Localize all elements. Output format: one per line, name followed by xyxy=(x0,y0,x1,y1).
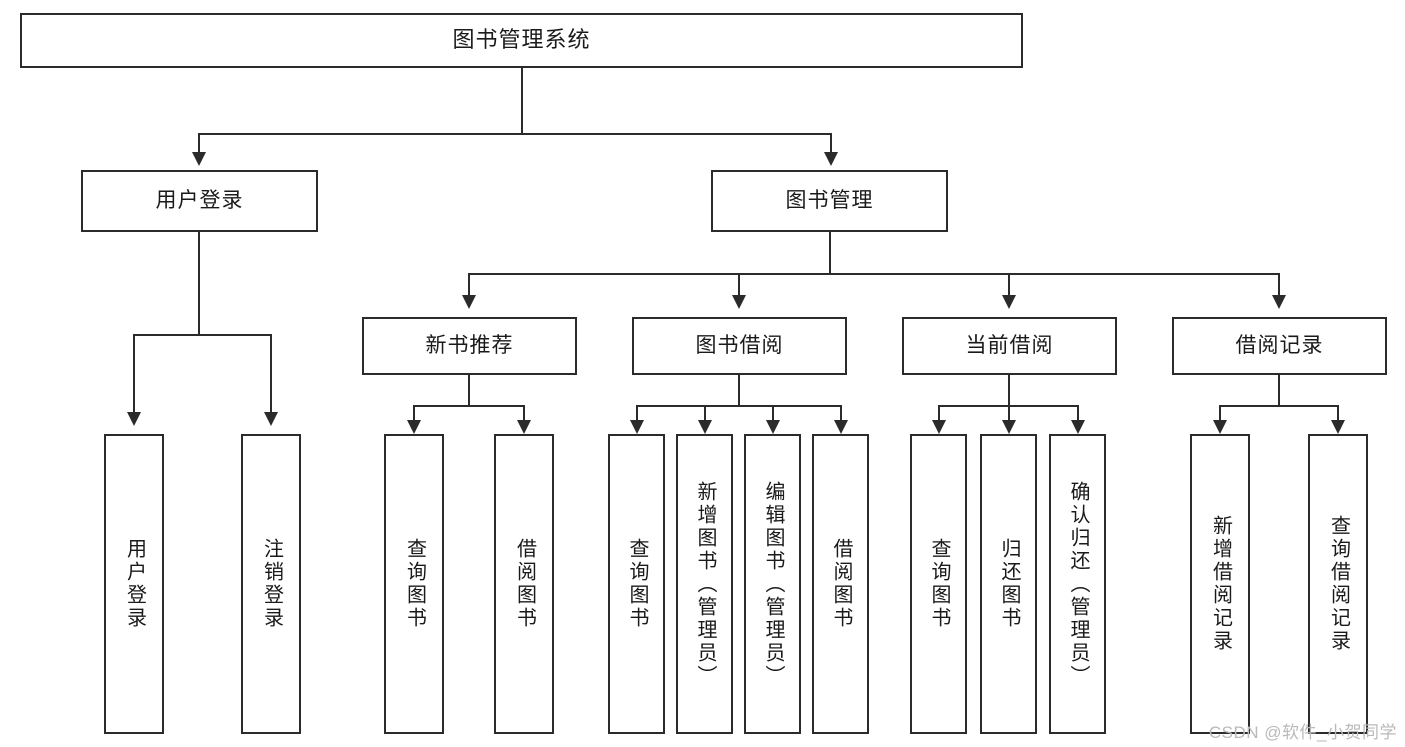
arrowhead-root-to-book-mgmt xyxy=(824,152,838,166)
leaf-book-borrow-edit-book-admin[interactable]: 编辑图书（管理员） xyxy=(744,434,801,734)
node-user-login[interactable]: 用户登录 xyxy=(81,170,318,232)
node-label: 用户登录 xyxy=(155,189,244,213)
leaf-new-book-query-book[interactable]: 查询图书 xyxy=(384,434,444,734)
leaf-borrow-record-query-record[interactable]: 查询借阅记录 xyxy=(1308,434,1368,734)
arrowhead-new-book-child-2 xyxy=(517,420,531,434)
connector-current-borrow-stem xyxy=(1008,375,1010,407)
arrowhead-book-borrow-child-3 xyxy=(766,420,780,434)
connector-book-mgmt-stem xyxy=(829,232,831,274)
arrowhead-borrow-record-child-1 xyxy=(1213,420,1227,434)
connector-book-mgmt-to-new-book xyxy=(468,273,470,297)
arrowhead-book-borrow-child-2 xyxy=(698,420,712,434)
leaf-current-borrow-query-book[interactable]: 查询图书 xyxy=(910,434,967,734)
node-label: 图书管理 xyxy=(785,189,874,213)
node-label: 借阅记录 xyxy=(1235,334,1324,358)
connector-user-login-child-1 xyxy=(133,334,135,414)
arrowhead-user-login-child-2 xyxy=(264,412,278,426)
node-label: 查询图书 xyxy=(626,538,648,630)
connector-user-login-child-2 xyxy=(270,334,272,414)
arrowhead-to-new-book xyxy=(462,295,476,309)
connector-book-borrow-stem xyxy=(738,375,740,407)
connector-borrow-record-child-2 xyxy=(1337,405,1339,422)
connector-borrow-record-bus xyxy=(1219,405,1339,407)
node-current-borrow[interactable]: 当前借阅 xyxy=(902,317,1117,375)
node-label: 借阅图书 xyxy=(830,538,852,630)
node-label: 借阅图书 xyxy=(513,538,536,630)
connector-new-book-bus xyxy=(413,405,525,407)
node-label: 查询图书 xyxy=(403,538,426,630)
arrowhead-to-borrow-record xyxy=(1272,295,1286,309)
connector-book-borrow-child-4 xyxy=(840,405,842,422)
connector-book-mgmt-to-book-borrow xyxy=(738,273,740,297)
leaf-new-book-borrow-book[interactable]: 借阅图书 xyxy=(494,434,554,734)
connector-user-login-bus xyxy=(133,334,272,336)
connector-borrow-record-stem xyxy=(1278,375,1280,407)
connector-book-borrow-child-1 xyxy=(636,405,638,422)
node-label: 用户登录 xyxy=(123,538,146,630)
connector-new-book-child-2 xyxy=(523,405,525,422)
node-label: 新书推荐 xyxy=(425,334,514,358)
leaf-book-borrow-query-book[interactable]: 查询图书 xyxy=(608,434,665,734)
connector-borrow-record-child-1 xyxy=(1219,405,1221,422)
connector-root-to-book-mgmt xyxy=(830,133,832,155)
node-label: 当前借阅 xyxy=(965,334,1054,358)
leaf-user-login-login[interactable]: 用户登录 xyxy=(104,434,164,734)
watermark-text: CSDN @软件_小贺同学 xyxy=(1208,723,1397,742)
connector-root-to-user-login xyxy=(198,133,200,155)
connector-book-borrow-child-2 xyxy=(704,405,706,422)
arrowhead-current-borrow-child-1 xyxy=(932,420,946,434)
node-book-borrow[interactable]: 图书借阅 xyxy=(632,317,847,375)
connector-new-book-stem xyxy=(468,375,470,407)
node-book-management[interactable]: 图书管理 xyxy=(711,170,948,232)
node-root-system[interactable]: 图书管理系统 xyxy=(20,13,1023,68)
leaf-user-login-logout[interactable]: 注销登录 xyxy=(241,434,301,734)
connector-new-book-child-1 xyxy=(413,405,415,422)
arrowhead-root-to-user-login xyxy=(192,152,206,166)
connector-book-borrow-child-3 xyxy=(772,405,774,422)
arrowhead-to-current-borrow xyxy=(1002,295,1016,309)
arrowhead-borrow-record-child-2 xyxy=(1331,420,1345,434)
connector-book-mgmt-bus xyxy=(468,273,1280,275)
connector-user-login-stem xyxy=(198,232,200,336)
connector-root-bus xyxy=(198,133,832,135)
leaf-book-borrow-borrow-book[interactable]: 借阅图书 xyxy=(812,434,869,734)
node-new-book-recommend[interactable]: 新书推荐 xyxy=(362,317,577,375)
node-label: 图书借阅 xyxy=(695,334,784,358)
connector-current-borrow-child-2 xyxy=(1008,405,1010,422)
arrowhead-book-borrow-child-1 xyxy=(630,420,644,434)
node-label: 新增图书（管理员） xyxy=(694,480,716,688)
node-label: 新增借阅记录 xyxy=(1209,515,1232,653)
node-label: 确认归还（管理员） xyxy=(1067,480,1089,688)
arrowhead-to-book-borrow xyxy=(732,295,746,309)
node-label: 归还图书 xyxy=(998,538,1020,630)
connector-book-borrow-bus xyxy=(636,405,842,407)
node-label: 图书管理系统 xyxy=(452,27,591,53)
connector-book-mgmt-to-borrow-record xyxy=(1278,273,1280,297)
leaf-borrow-record-add-record[interactable]: 新增借阅记录 xyxy=(1190,434,1250,734)
connector-root-stem xyxy=(521,68,523,134)
arrowhead-book-borrow-child-4 xyxy=(834,420,848,434)
node-label: 查询图书 xyxy=(928,538,950,630)
arrowhead-user-login-child-1 xyxy=(127,412,141,426)
node-label: 编辑图书（管理员） xyxy=(762,480,784,688)
node-label: 注销登录 xyxy=(260,538,283,630)
leaf-book-borrow-add-book-admin[interactable]: 新增图书（管理员） xyxy=(676,434,733,734)
arrowhead-new-book-child-1 xyxy=(407,420,421,434)
connector-current-borrow-child-3 xyxy=(1077,405,1079,422)
node-borrow-record[interactable]: 借阅记录 xyxy=(1172,317,1387,375)
arrowhead-current-borrow-child-3 xyxy=(1071,420,1085,434)
node-label: 查询借阅记录 xyxy=(1327,515,1350,653)
leaf-current-borrow-confirm-return-admin[interactable]: 确认归还（管理员） xyxy=(1049,434,1106,734)
connector-current-borrow-child-1 xyxy=(938,405,940,422)
leaf-current-borrow-return-book[interactable]: 归还图书 xyxy=(980,434,1037,734)
connector-book-mgmt-to-current-borrow xyxy=(1008,273,1010,297)
arrowhead-current-borrow-child-2 xyxy=(1002,420,1016,434)
